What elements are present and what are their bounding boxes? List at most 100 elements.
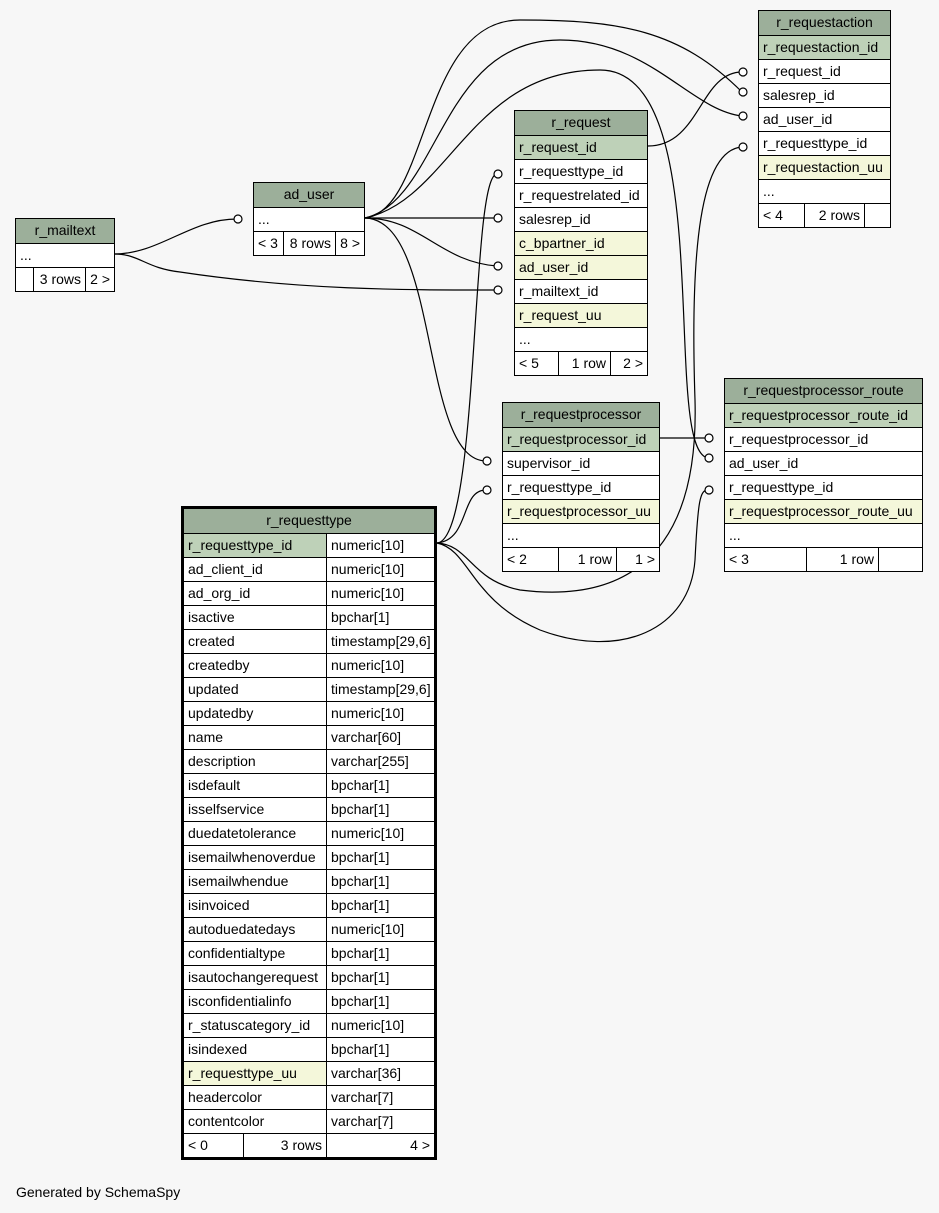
column-name: createdby (184, 654, 327, 677)
column-type: varchar[7] (331, 1113, 394, 1129)
crow-foot-marker (233, 214, 243, 224)
table-footer: < 4 2 rows (759, 203, 890, 227)
column-ellipsis: ... (258, 211, 270, 227)
column-type: bpchar[1] (331, 609, 390, 625)
column-name: duedatetolerance (184, 822, 327, 845)
table-r-requestprocessor-route[interactable]: r_requestprocessor_route r_requestproces… (724, 378, 923, 572)
table-footer: 3 rows 2 > (16, 267, 114, 291)
table-r-requestaction[interactable]: r_requestaction r_requestaction_id r_req… (758, 10, 891, 228)
column-type: timestamp[29,6] (331, 681, 431, 697)
table-ad-user[interactable]: ad_user ... < 3 8 rows 8 > (253, 182, 365, 256)
column-name: updatedby (184, 702, 327, 725)
table-footer: < 0 3 rows 4 > (184, 1133, 434, 1157)
edge-aduser-request-aduser (364, 217, 498, 267)
column-name: r_requesttype_uu (184, 1062, 327, 1085)
crow-foot-marker (482, 456, 492, 466)
edge-type-processor (436, 489, 487, 544)
table-r-requestprocessor[interactable]: r_requestprocessor r_requestprocessor_id… (502, 402, 660, 572)
column-r-requestprocessor-route-uu: r_requestprocessor_route_uu (729, 503, 913, 519)
crow-foot-marker (493, 261, 503, 271)
column-salesrep-id: salesrep_id (519, 211, 591, 227)
table-footer: < 3 1 row (725, 547, 922, 571)
column-type: bpchar[1] (331, 993, 390, 1009)
column-type: bpchar[1] (331, 897, 390, 913)
table-header: r_requestaction (759, 11, 890, 35)
column-type: bpchar[1] (331, 777, 390, 793)
edge-type-request (436, 173, 498, 544)
column-r-requestprocessor-uu: r_requestprocessor_uu (507, 503, 651, 519)
edge-type-route (436, 489, 709, 643)
crow-foot-marker (482, 485, 492, 495)
table-footer: < 2 1 row 1 > (503, 547, 659, 571)
column-type: bpchar[1] (331, 801, 390, 817)
column-r-requesttype-id: r_requesttype_id (763, 135, 868, 151)
column-ellipsis: ... (20, 247, 32, 263)
edge-aduser-supervisor (364, 217, 487, 462)
crow-foot-marker (704, 485, 714, 495)
column-r-requestaction-id: r_requestaction_id (763, 39, 879, 55)
edge-request-action (647, 71, 743, 147)
column-ellipsis: ... (729, 527, 741, 543)
column-ellipsis: ... (519, 331, 531, 347)
column-name: updated (184, 678, 327, 701)
column-name: ad_client_id (184, 558, 327, 581)
table-r-mailtext[interactable]: r_mailtext ... 3 rows 2 > (15, 218, 115, 292)
column-r-request-uu: r_request_uu (519, 307, 602, 323)
crow-foot-marker (704, 453, 714, 463)
column-name: isinvoiced (184, 894, 327, 917)
column-type: bpchar[1] (331, 873, 390, 889)
edge-mailtext-request (113, 253, 498, 291)
crow-foot-marker (738, 142, 748, 152)
column-ad-user-id: ad_user_id (763, 111, 833, 127)
column-r-requesttype-id: r_requesttype_id (519, 163, 624, 179)
column-r-requestprocessor-id: r_requestprocessor_id (729, 431, 869, 447)
crow-foot-marker (493, 169, 503, 179)
column-name: isindexed (184, 1038, 327, 1061)
column-r-requestaction-uu: r_requestaction_uu (763, 159, 883, 175)
column-type: numeric[10] (331, 1017, 405, 1033)
column-ellipsis: ... (507, 527, 519, 543)
column-type: timestamp[29,6] (331, 633, 431, 649)
column-name: isactive (184, 606, 327, 629)
table-header: r_mailtext (16, 219, 114, 243)
edge-mailtext-aduser (113, 218, 238, 255)
crow-foot-marker (738, 67, 748, 77)
column-name: ad_org_id (184, 582, 327, 605)
column-name: isselfservice (184, 798, 327, 821)
column-type: numeric[10] (331, 657, 405, 673)
column-type: numeric[10] (331, 537, 405, 553)
column-name: headercolor (184, 1086, 327, 1109)
table-r-request[interactable]: r_request r_request_id r_requesttype_id … (514, 110, 648, 376)
column-name: r_statuscategory_id (184, 1014, 327, 1037)
column-type: bpchar[1] (331, 1041, 390, 1057)
column-r-request-id: r_request_id (519, 139, 597, 155)
column-salesrep-id: salesrep_id (763, 87, 835, 103)
edge-aduser-route-aduser (364, 69, 709, 459)
edge-aduser-action-salesrep (364, 19, 743, 219)
column-type: varchar[7] (331, 1089, 394, 1105)
column-name: isconfidentialinfo (184, 990, 327, 1013)
column-type: numeric[10] (331, 825, 405, 841)
column-name: r_requesttype_id (184, 534, 327, 557)
column-type: bpchar[1] (331, 849, 390, 865)
column-type: numeric[10] (331, 705, 405, 721)
edge-aduser-action-aduser (364, 39, 743, 219)
